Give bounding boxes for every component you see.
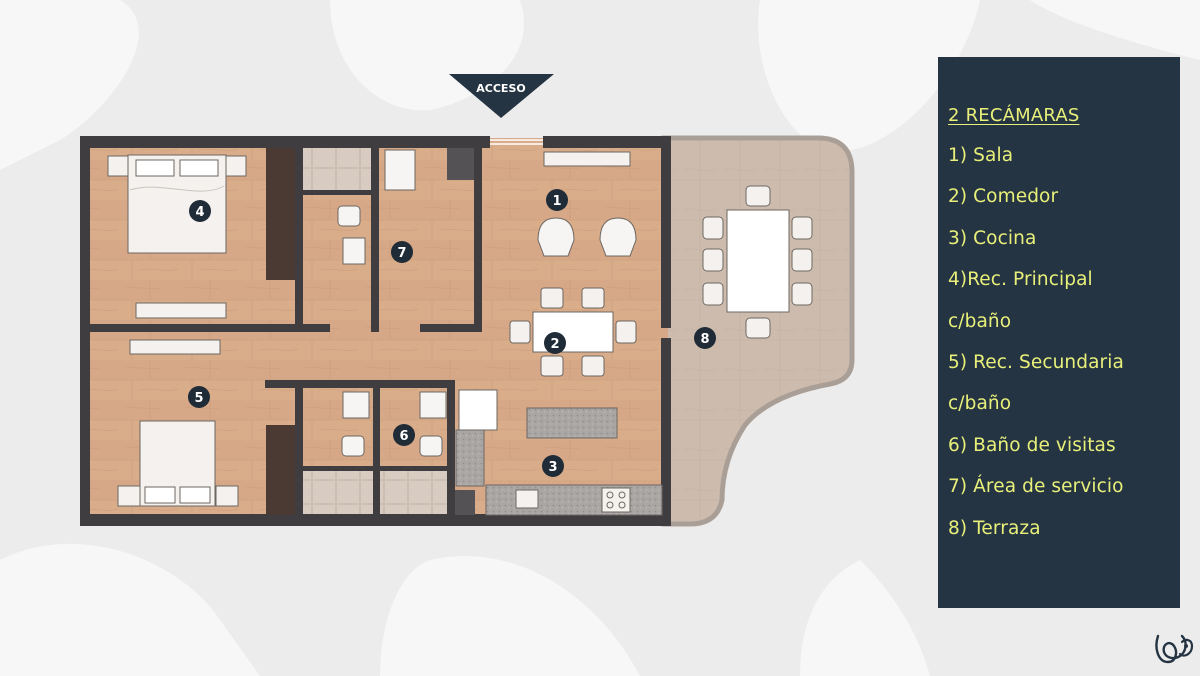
access-label: ACCESO xyxy=(476,82,525,95)
legend-item: 4)Rec. Principal xyxy=(948,269,1093,291)
room-marker-3: 3 xyxy=(542,455,564,477)
room-marker-4-label: 4 xyxy=(195,205,204,220)
room-marker-8: 8 xyxy=(694,327,716,349)
room-marker-6-label: 6 xyxy=(399,429,408,444)
room-marker-1: 1 xyxy=(546,189,568,211)
furniture xyxy=(107,149,813,516)
room-marker-3-label: 3 xyxy=(548,460,557,475)
legend-item: c/baño xyxy=(948,393,1012,415)
legend-panel: 2 RECÁMARAS 1) Sala 2) Comedor 3) Cocina… xyxy=(938,57,1180,608)
legend-item: 3) Cocina xyxy=(948,227,1037,249)
room-marker-5-label: 5 xyxy=(194,391,203,406)
walls xyxy=(80,136,671,526)
room-marker-4: 4 xyxy=(189,200,211,222)
legend-item: c/baño xyxy=(948,310,1012,332)
legend-item: 8) Terraza xyxy=(948,517,1041,539)
legend-item: 6) Baño de visitas xyxy=(948,434,1116,456)
legend-item: 1) Sala xyxy=(948,145,1014,166)
room-marker-7: 7 xyxy=(391,241,413,263)
room-marker-5: 5 xyxy=(188,386,210,408)
legend-title: 2 RECÁMARAS xyxy=(948,105,1080,126)
room-marker-6: 6 xyxy=(393,424,415,446)
legend-item: 5) Rec. Secundaria xyxy=(948,351,1124,373)
legend-item: 2) Comedor xyxy=(948,186,1059,208)
room-marker-7-label: 7 xyxy=(397,246,406,261)
room-marker-8-label: 8 xyxy=(700,332,709,347)
brand-logo-icon xyxy=(1155,634,1194,664)
room-marker-2: 2 xyxy=(544,332,566,354)
access-marker: ACCESO xyxy=(449,74,554,118)
room-marker-2-label: 2 xyxy=(550,337,559,352)
room-marker-1-label: 1 xyxy=(552,194,561,209)
legend-item: 7) Área de servicio xyxy=(948,476,1124,498)
